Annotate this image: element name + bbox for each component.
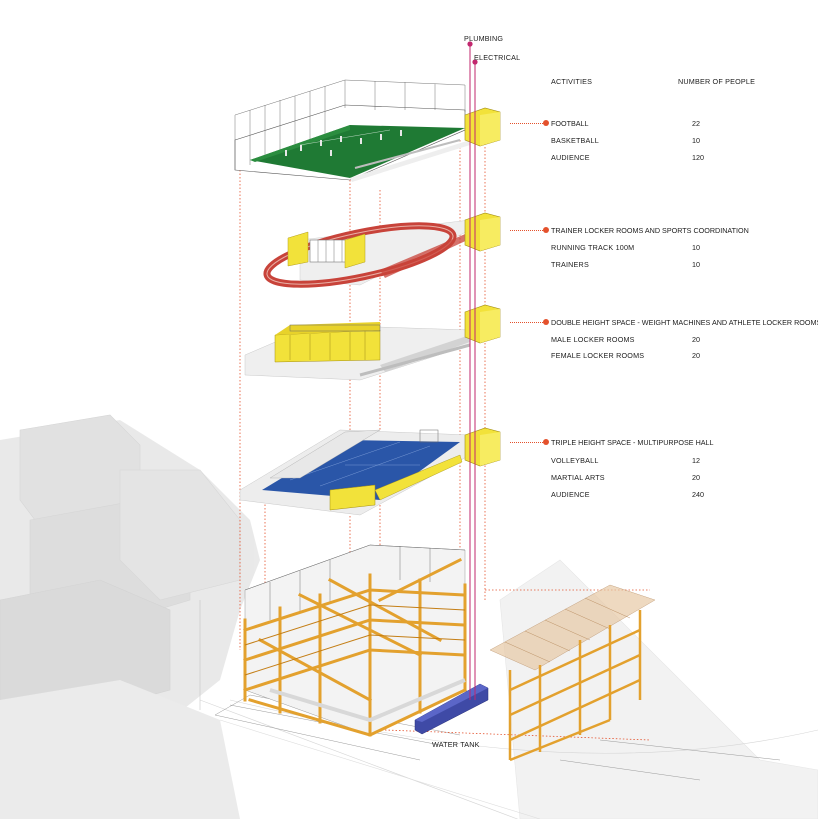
row-value-running-track: 10: [692, 243, 700, 252]
row-label-trainers: TRAINERS: [551, 260, 589, 269]
row-value-martial-arts: 20: [692, 473, 700, 482]
level-running-track: [263, 219, 472, 288]
section-value-football: 22: [692, 119, 700, 128]
row-label-basketball: BASKETBALL: [551, 136, 599, 145]
structural-frame: [243, 544, 467, 737]
service-modules: [464, 107, 501, 467]
service-module-level3: [464, 212, 501, 252]
electrical-label: ELECTRICAL: [474, 53, 521, 62]
plumbing-marker: [467, 41, 473, 47]
plumbing-label: PLUMBING: [464, 34, 504, 43]
row-value-male-locker: 20: [692, 335, 700, 344]
row-value-trainers: 10: [692, 260, 700, 269]
leader-line-hall: [510, 442, 545, 443]
service-module-level1: [464, 427, 501, 467]
level-weight-rooms: [244, 322, 471, 381]
row-label-hall-audience: AUDIENCE: [551, 490, 590, 499]
bullet-football: [543, 120, 549, 126]
row-label-running-track: RUNNING TRACK 100M: [551, 243, 635, 252]
section-title-hall: TRIPLE HEIGHT SPACE - MULTIPURPOSE HALL: [551, 438, 714, 447]
row-label-volleyball: VOLLEYBALL: [551, 456, 599, 465]
row-value-hall-audience: 240: [692, 490, 704, 499]
leader-line-football: [510, 123, 545, 124]
row-value-audience: 120: [692, 153, 704, 162]
bullet-weight-rooms: [543, 319, 549, 325]
leader-line-trainers: [510, 230, 545, 231]
row-label-martial-arts: MARTIAL ARTS: [551, 473, 605, 482]
row-label-audience: AUDIENCE: [551, 153, 590, 162]
section-title-football: FOOTBALL: [551, 119, 589, 128]
row-label-female-locker: FEMALE LOCKER ROOMS: [551, 351, 645, 360]
row-value-female-locker: 20: [692, 351, 700, 360]
level-multipurpose-hall: [239, 429, 471, 516]
canopy-structure: [489, 584, 656, 762]
section-title-weight-rooms: DOUBLE HEIGHT SPACE - WEIGHT MACHINES AN…: [551, 318, 818, 327]
electrical-marker: [472, 59, 478, 65]
water-tank-label: WATER TANK: [432, 740, 480, 749]
row-value-volleyball: 12: [692, 456, 700, 465]
service-module-level2: [464, 304, 501, 344]
row-value-basketball: 10: [692, 136, 700, 145]
level-football-field: [234, 79, 470, 182]
people-header: NUMBER OF PEOPLE: [678, 77, 756, 86]
row-label-male-locker: MALE LOCKER ROOMS: [551, 335, 635, 344]
bullet-hall: [543, 439, 549, 445]
service-module-level4: [464, 107, 501, 147]
activities-header: ACTIVITIES: [551, 77, 593, 86]
section-title-trainers: TRAINER LOCKER ROOMS AND SPORTS COORDINA…: [551, 226, 749, 235]
utility-risers: [467, 41, 478, 700]
leader-line-weight-rooms: [510, 322, 545, 323]
bullet-trainers: [543, 227, 549, 233]
